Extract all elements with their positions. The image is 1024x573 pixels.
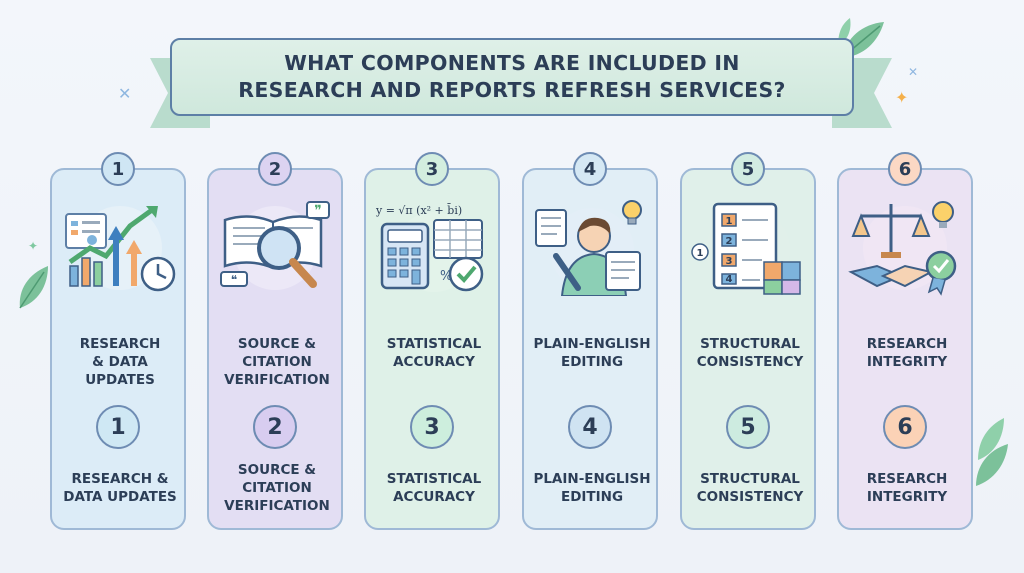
- component-label-bottom: PLAIN-ENGLISH EDITING: [524, 470, 660, 506]
- leaf-icon: [19, 266, 48, 309]
- component-label-bottom: SOURCE & CITATION VERIFICATION: [209, 461, 345, 515]
- formula-label: y = √π (x² + b̄i): [376, 204, 463, 217]
- component-card-3: 3 % y = √π (x² + b̄i) STATISTICAL ACCURACY…: [364, 152, 502, 530]
- component-label-top: STRUCTURAL CONSISTENCY: [682, 335, 818, 371]
- label-line: UPDATES: [85, 372, 155, 388]
- label-line: RESEARCH &: [71, 471, 169, 487]
- svg-text:4: 4: [726, 274, 733, 285]
- component-label-top: RESEARCH INTEGRITY: [839, 335, 975, 371]
- step-number-badge-large: 1: [96, 405, 140, 449]
- label-line: & DATA: [92, 354, 148, 370]
- step-number-badge-large: 5: [726, 405, 770, 449]
- component-label-bottom: RESEARCH & DATA UPDATES: [52, 470, 188, 506]
- label-line: DATA UPDATES: [63, 489, 177, 505]
- title-line-1: WHAT COMPONENTS ARE INCLUDED IN: [284, 51, 740, 75]
- component-label-bottom: RESEARCH INTEGRITY: [839, 470, 975, 506]
- label-line: STRUCTURAL: [700, 471, 800, 487]
- label-line: INTEGRITY: [866, 489, 948, 505]
- sparkle-icon: ✕: [908, 65, 919, 79]
- label-line: RESEARCH: [79, 336, 161, 352]
- label-line: VERIFICATION: [224, 498, 330, 514]
- sparkle-icon: ✦: [895, 88, 909, 107]
- label-line: CITATION: [242, 480, 312, 496]
- component-label-bottom: STRUCTURAL CONSISTENCY: [682, 470, 818, 506]
- component-label-top: PLAIN-ENGLISH EDITING: [524, 335, 660, 371]
- writer-icon: [532, 196, 648, 300]
- leaf-icon: [976, 418, 1008, 486]
- label-line: PLAIN-ENGLISH: [533, 336, 651, 352]
- svg-text:1: 1: [726, 216, 733, 227]
- sparkle-icon: ✕: [118, 84, 132, 103]
- svg-text:%: %: [440, 269, 452, 284]
- calculator-icon: %: [374, 196, 490, 300]
- label-line: STRUCTURAL: [700, 336, 800, 352]
- step-number-badge-large: 4: [568, 405, 612, 449]
- chart-growth-icon: [60, 196, 176, 300]
- title-line-2: RESEARCH AND REPORTS REFRESH SERVICES?: [238, 78, 786, 102]
- label-line: RESEARCH: [866, 471, 948, 487]
- label-line: CITATION: [242, 354, 312, 370]
- label-line: INTEGRITY: [866, 354, 948, 370]
- step-number-badge-large: 6: [883, 405, 927, 449]
- component-label-top: RESEARCH & DATA UPDATES: [52, 335, 188, 389]
- title-banner: WHAT COMPONENTS ARE INCLUDED IN RESEARCH…: [170, 38, 854, 116]
- magnifier-book-icon: ❞ ❝: [217, 196, 333, 300]
- label-line: CONSISTENCY: [696, 354, 804, 370]
- svg-text:1: 1: [697, 248, 704, 259]
- step-number-badge-large: 3: [410, 405, 454, 449]
- scales-handshake-icon: [847, 196, 963, 300]
- svg-text:❞: ❞: [314, 203, 322, 219]
- component-label-bottom: STATISTICAL ACCURACY: [366, 470, 502, 506]
- step-number-badge: 2: [258, 152, 292, 186]
- svg-text:❝: ❝: [231, 273, 237, 287]
- sparkle-icon: ✦: [28, 239, 39, 253]
- label-line: EDITING: [560, 354, 624, 370]
- step-number-badge: 4: [573, 152, 607, 186]
- label-line: SOURCE &: [237, 462, 317, 478]
- label-line: ACCURACY: [393, 489, 475, 505]
- component-label-top: STATISTICAL ACCURACY: [366, 335, 502, 371]
- label-line: ACCURACY: [393, 354, 475, 370]
- label-line: SOURCE &: [237, 336, 317, 352]
- label-line: RESEARCH: [866, 336, 948, 352]
- step-number-badge: 6: [888, 152, 922, 186]
- document-puzzle-icon: 1 2 3 4 1: [690, 196, 806, 300]
- label-line: STATISTICAL: [386, 471, 482, 487]
- label-line: VERIFICATION: [224, 372, 330, 388]
- label-line: STATISTICAL: [386, 336, 482, 352]
- step-number-badge: 3: [415, 152, 449, 186]
- component-label-top: SOURCE & CITATION VERIFICATION: [209, 335, 345, 389]
- label-line: EDITING: [560, 489, 624, 505]
- label-line: PLAIN-ENGLISH: [533, 471, 651, 487]
- step-number-badge-large: 2: [253, 405, 297, 449]
- step-number-badge: 5: [731, 152, 765, 186]
- svg-text:3: 3: [726, 256, 733, 267]
- step-number-badge: 1: [101, 152, 135, 186]
- label-line: CONSISTENCY: [696, 489, 804, 505]
- svg-text:2: 2: [726, 236, 733, 247]
